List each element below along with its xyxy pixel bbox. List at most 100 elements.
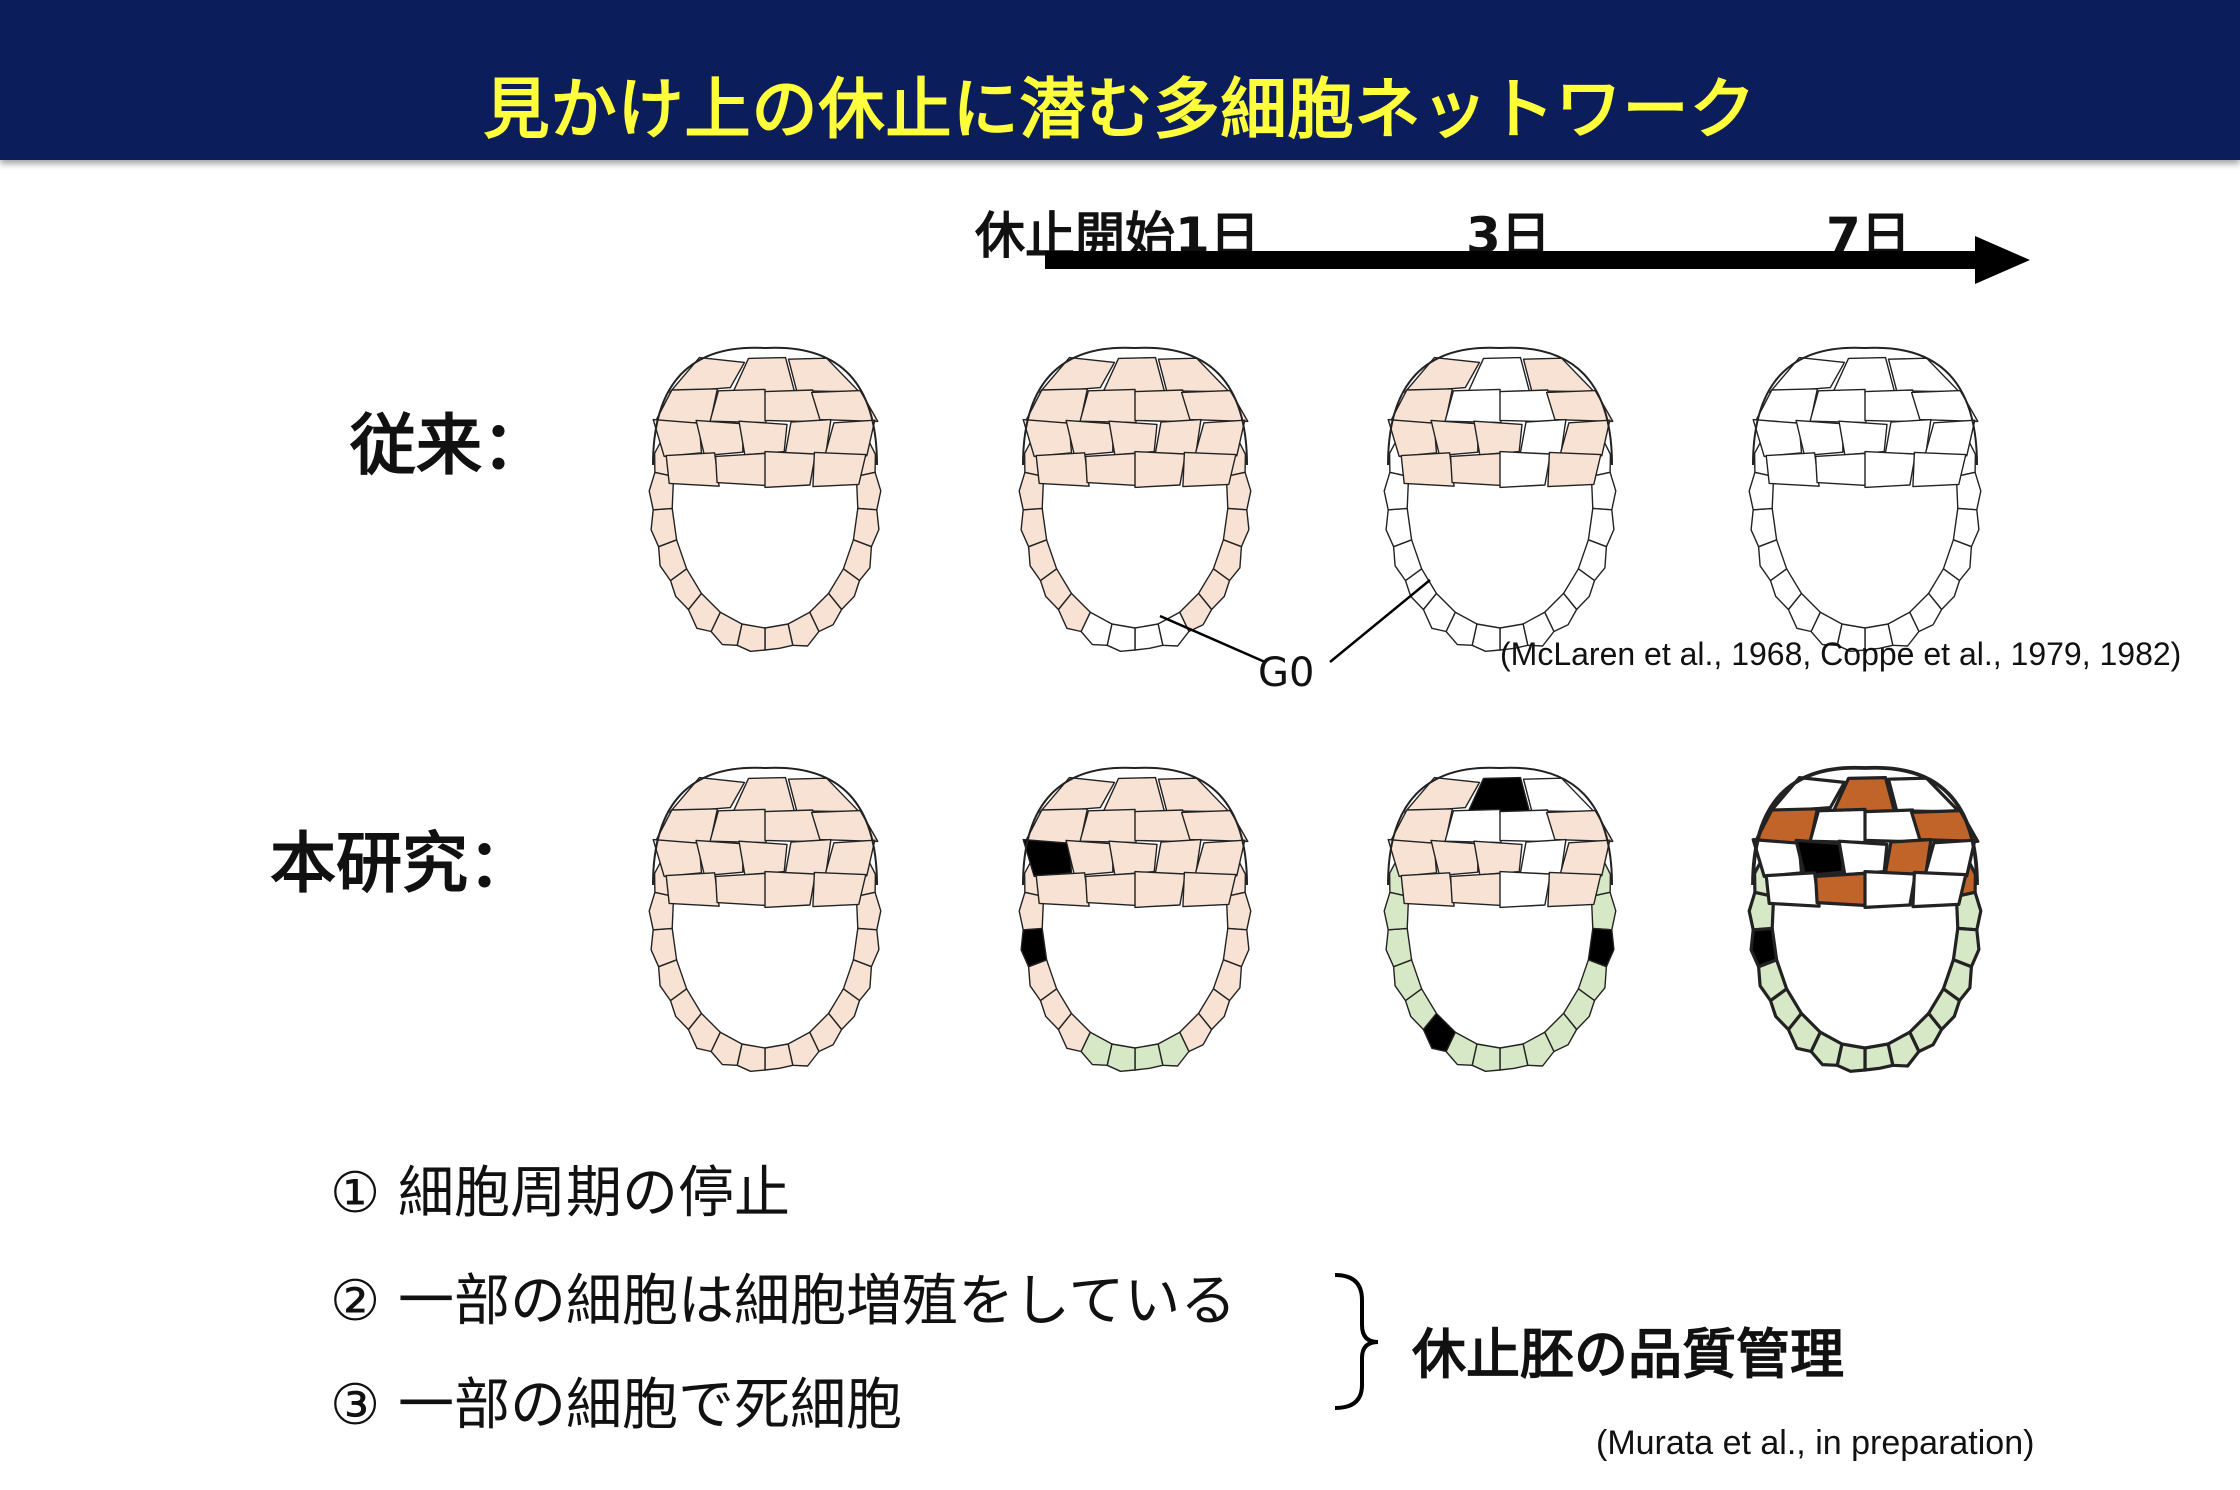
- icm-cell: [1404, 356, 1481, 394]
- ring-cell: [1134, 623, 1164, 651]
- icm-cell: [784, 838, 832, 878]
- icm-cell: [1794, 838, 1845, 878]
- ring-cell: [1385, 507, 1413, 548]
- icm-cell: [709, 808, 767, 844]
- ring-cell: [1750, 507, 1778, 548]
- icm-cell: [738, 420, 788, 456]
- icm-cell: [1035, 452, 1090, 487]
- icm-cell: [1769, 356, 1846, 394]
- icm-cell: [1387, 838, 1438, 878]
- icm-cell: [1499, 450, 1552, 489]
- finding-1: ① 細胞周期の停止: [330, 1161, 791, 1226]
- icm-cell: [812, 871, 867, 908]
- icm-cell: [1547, 451, 1602, 488]
- ring-cell: [650, 507, 678, 548]
- icm-cell: [1444, 388, 1502, 424]
- icm-cell: [1808, 807, 1868, 845]
- embryo-row2-3: [1383, 766, 1617, 1073]
- icm-cell: [1400, 872, 1455, 907]
- slide-title: 見かけ上の休止に潜む多細胞ネットワーク: [483, 71, 1757, 148]
- icm-cell: [709, 388, 767, 424]
- icm-cell: [784, 418, 832, 458]
- icm-cell: [1389, 808, 1454, 844]
- icm-cell: [1404, 776, 1481, 814]
- icm-cell: [1813, 871, 1870, 908]
- icm-cell: [824, 839, 876, 877]
- icm-cell: [1084, 452, 1139, 487]
- bracket-label: 休止胚の品質管理: [1412, 1323, 1844, 1386]
- icm-cell: [1108, 840, 1158, 876]
- icm-cell: [669, 356, 746, 394]
- icm-cell: [1923, 838, 1977, 878]
- icm-cell: [695, 419, 744, 457]
- icm-cell: [1389, 388, 1454, 424]
- icm-cell: [1768, 775, 1847, 815]
- ring-cell: [1134, 1043, 1164, 1071]
- icm-cell: [1864, 450, 1917, 489]
- icm-cell: [1035, 872, 1090, 907]
- ring-cell: [1020, 507, 1048, 548]
- icm-cell: [1838, 420, 1888, 456]
- embryo-outline: [1387, 346, 1613, 466]
- icm-cell: [1430, 419, 1479, 457]
- icm-cell: [1752, 418, 1803, 458]
- icm-cell: [738, 840, 788, 876]
- icm-cell: [1912, 451, 1967, 488]
- icm-cell: [1884, 418, 1932, 458]
- icm-cell: [1499, 870, 1552, 909]
- embryo-outline: [1751, 765, 1979, 886]
- findings-bracket: [1334, 1273, 1379, 1410]
- icm-cell: [1180, 389, 1249, 423]
- embryo-outline: [1022, 766, 1248, 886]
- icm-cell: [1883, 837, 1933, 879]
- icm-cell: [1194, 419, 1246, 457]
- icm-cell: [1911, 870, 1968, 909]
- embryo-row2-2: [1018, 766, 1252, 1073]
- icm-cell: [1065, 839, 1114, 877]
- icm-cell: [1039, 356, 1116, 394]
- icm-cell: [1084, 872, 1139, 907]
- ring-cell: [1385, 927, 1413, 968]
- citation-this-study: (Murata et al., in preparation): [1596, 1424, 2035, 1462]
- icm-cell: [812, 451, 867, 488]
- icm-cell: [1039, 776, 1116, 814]
- icm-cell: [652, 838, 703, 878]
- icm-cell: [1924, 419, 1976, 457]
- icm-cell: [810, 389, 879, 423]
- finding-2: ② 一部の細胞は細胞増殖をしている: [330, 1269, 1237, 1334]
- icm-cell: [654, 388, 719, 424]
- icm-cell: [1545, 809, 1614, 843]
- icm-cell: [1545, 389, 1614, 423]
- icm-cell: [1910, 389, 1979, 423]
- icm-cell: [810, 809, 879, 843]
- icm-cell: [764, 870, 817, 909]
- icm-cell: [1449, 452, 1504, 487]
- citation-conventional: (McLaren et al., 1968, Coppe et al., 197…: [1500, 636, 2182, 672]
- icm-cell: [1519, 418, 1567, 458]
- embryo-outline: [652, 766, 878, 886]
- embryo-row1-3: [1383, 346, 1617, 652]
- icm-cell: [665, 872, 720, 907]
- icm-cell: [665, 452, 720, 487]
- embryo-outline: [1022, 346, 1248, 466]
- icm-cell: [1108, 420, 1158, 456]
- embryo-row1-4: [1748, 346, 1982, 652]
- icm-cell: [1154, 838, 1202, 878]
- icm-cell: [1079, 388, 1137, 424]
- icm-cell: [1024, 808, 1089, 844]
- icm-cell: [1795, 419, 1844, 457]
- ring-cell: [764, 623, 794, 651]
- icm-cell: [1559, 419, 1611, 457]
- icm-cell: [1764, 871, 1821, 908]
- g0-pointer-lines: [1159, 579, 1431, 664]
- title-bar: [0, 0, 2240, 160]
- icm-cell: [1473, 840, 1523, 876]
- icm-cell: [1430, 839, 1479, 877]
- icm-cell: [1024, 388, 1089, 424]
- icm-cell: [1182, 871, 1237, 908]
- embryo-outline: [1387, 766, 1613, 886]
- icm-cell: [1180, 809, 1249, 843]
- icm-cell: [1022, 838, 1073, 878]
- icm-cell: [1444, 808, 1502, 844]
